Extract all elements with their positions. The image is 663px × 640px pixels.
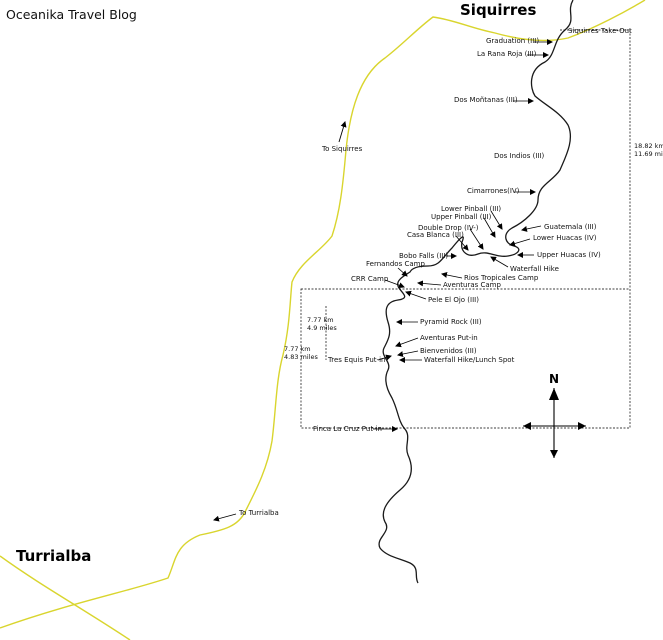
upper-km: 18.82 km (634, 142, 663, 150)
place-label: CRR Camp (351, 275, 389, 283)
river (378, 0, 574, 584)
upper-miles: 11.69 miles (634, 150, 663, 158)
place-label: Waterfall Hike/Lunch Spot (424, 356, 515, 364)
road (0, 0, 646, 629)
place-label: Fernandos Camp (366, 260, 425, 268)
place-label: Finca La Cruz Put-in (313, 425, 382, 433)
compass-icon (523, 388, 586, 458)
place-label: Dos Moñtanas (III) (454, 96, 518, 104)
place-label: Pyramid Rock (III) (420, 318, 482, 326)
place-label: Lower Pinball (III) (441, 205, 501, 213)
upper-segment-box (560, 29, 631, 289)
lower-inner-miles: 4.9 miles (307, 324, 337, 332)
place-label: Casa Blanca (III) (407, 231, 464, 239)
place-label: Waterfall Hike (510, 265, 559, 273)
place-label: Lower Huacas (IV) (533, 234, 597, 242)
place-label: Upper Pinball (III) (431, 213, 492, 221)
lower-inner-km: 7.77 km (307, 316, 334, 324)
to-siquirres-arrow-icon (338, 121, 347, 143)
place-label: Tres Equis Put-in (327, 356, 385, 364)
place-label: Upper Huacas (IV) (537, 251, 601, 259)
place-label: Bienvenidos (III) (420, 347, 477, 355)
place-label: Dos Indios (III) (494, 152, 545, 160)
place-label: Bobo Falls (III) (399, 252, 448, 260)
place-label: Cimarrones(IV) (467, 187, 520, 195)
lower-outer-km: 7.77 km (284, 345, 311, 353)
to-turrialba-label: To Turrialba (238, 509, 279, 517)
place-label: Aventuras Put-in (420, 334, 478, 342)
compass-north-label: N (549, 372, 559, 386)
lower-outer-miles: 4.83 miles (284, 353, 318, 361)
place-label: Siquirres Take-Out (568, 27, 632, 35)
city-turrialba: Turrialba (16, 547, 91, 565)
place-label: La Rana Roja (III) (477, 50, 537, 58)
place-label: Guatemala (III) (544, 223, 597, 231)
place-label: Graduation (III) (486, 37, 539, 45)
to-siquirres-label: To Siquirres (321, 145, 363, 153)
road-branch (0, 555, 131, 640)
city-siquirres: Siquirres (460, 1, 536, 19)
lower-segment-box (300, 288, 631, 429)
place-label: Aventuras Camp (443, 281, 501, 289)
to-turrialba-arrow-icon (213, 513, 237, 522)
blog-title: Oceanika Travel Blog (6, 7, 137, 22)
place-label: Rios Tropicales Camp (464, 274, 539, 282)
place-labels: Siquirres Take-Out Graduation (III) La R… (313, 27, 632, 433)
place-label: Pele El Ojo (III) (428, 296, 479, 304)
place-label: Double Drop (IV-) (418, 224, 479, 232)
